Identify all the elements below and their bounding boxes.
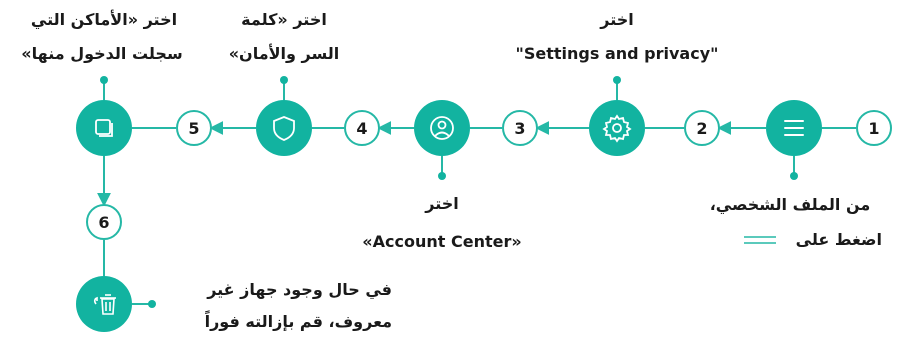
step2-label-line2: "Settings and privacy" xyxy=(515,44,719,63)
step4-label-line1: اختر «كلمة xyxy=(241,10,327,29)
step-number-3: 3 xyxy=(514,119,525,138)
leader-dot-user xyxy=(438,172,446,180)
account-user-icon xyxy=(414,100,470,156)
step4-label-line2: السر والأمان» xyxy=(228,44,340,63)
menu-lines-inline-icon xyxy=(744,236,776,244)
step5-label-line1: اختر «الأماكن التي xyxy=(30,10,178,29)
leader-dots xyxy=(100,76,798,308)
badge-2-circle xyxy=(684,110,720,146)
step-icons xyxy=(76,100,822,332)
leader-dot-copy xyxy=(100,76,108,84)
badge-6-circle xyxy=(86,204,122,240)
badge-5-circle xyxy=(176,110,212,146)
step-number-2: 2 xyxy=(696,119,707,138)
step-number-6: 6 xyxy=(98,213,109,232)
step3-label-line2: «Account Center» xyxy=(362,232,522,251)
badge-3-circle xyxy=(502,110,538,146)
device-remove-icon xyxy=(76,276,132,332)
badge-1-circle xyxy=(856,110,892,146)
step6-label-line2: معروف، قم بإزالته فوراً xyxy=(204,312,392,331)
leader-dot-menu xyxy=(790,172,798,180)
shield-icon xyxy=(256,100,312,156)
step-number-5: 5 xyxy=(188,119,199,138)
step6-label-line1: في حال وجود جهاز غير xyxy=(207,280,392,299)
number-badges: 1 2 3 4 5 6 xyxy=(86,110,892,240)
copy-layers-icon xyxy=(76,100,132,156)
step1-label-line2: اضغط على xyxy=(795,230,882,249)
step1-label-line1: من الملف الشخصي، xyxy=(709,195,871,214)
menu-icon xyxy=(766,100,822,156)
step-number-1: 1 xyxy=(868,119,879,138)
step3-label-line1: اختر xyxy=(425,194,459,213)
leader-dot-gear xyxy=(613,76,621,84)
settings-gear-icon xyxy=(589,100,645,156)
leader-dot-device xyxy=(148,300,156,308)
step5-label-line2: سجلت الدخول منها» xyxy=(21,44,183,63)
connectors xyxy=(97,82,856,305)
badge-4-circle xyxy=(344,110,380,146)
step2-label-line1: اختر xyxy=(600,10,634,29)
step-number-4: 4 xyxy=(356,119,367,138)
leader-dot-shield xyxy=(280,76,288,84)
